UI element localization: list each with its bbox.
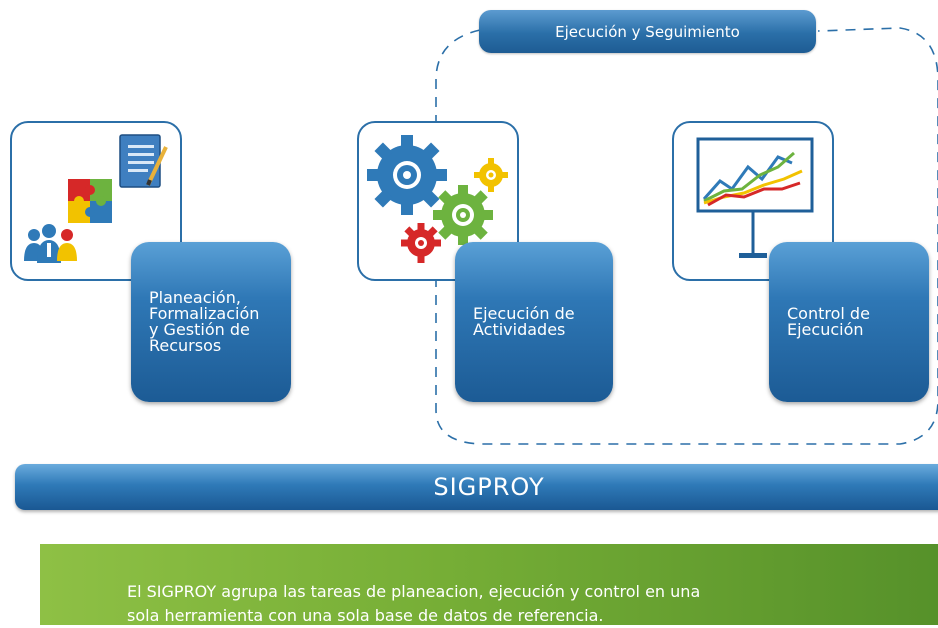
chart-board-icon (696, 137, 814, 258)
yellow-gear-icon (474, 158, 508, 192)
sigproy-bar: SIGPROY (15, 464, 938, 510)
blue-gear-icon (367, 135, 447, 215)
control-card-label: Control de Ejecución (787, 304, 870, 339)
planning-icon (24, 134, 168, 263)
group-header-label: Ejecución y Seguimiento (555, 22, 740, 41)
green-gear-icon (433, 185, 493, 245)
description-text: El SIGPROY agrupa las tareas de planeaci… (127, 582, 701, 625)
people-icon (24, 224, 77, 263)
sigproy-label: SIGPROY (433, 473, 545, 501)
red-gear-icon (401, 223, 441, 263)
execution-card-label: Ejecución de Actividades (473, 304, 575, 339)
document-icon (119, 134, 168, 188)
planning-card[interactable]: Planeación, Formalización y Gestión de R… (131, 242, 291, 402)
puzzle-icon (68, 179, 112, 223)
execution-card[interactable]: Ejecución de Actividades (455, 242, 613, 402)
planning-card-label: Planeación, Formalización y Gestión de R… (149, 288, 260, 355)
gears-icon (367, 135, 508, 263)
description-banner: El SIGPROY agrupa las tareas de planeaci… (40, 544, 938, 625)
group-header-pill: Ejecución y Seguimiento (479, 10, 816, 53)
control-card[interactable]: Control de Ejecución (769, 242, 929, 402)
